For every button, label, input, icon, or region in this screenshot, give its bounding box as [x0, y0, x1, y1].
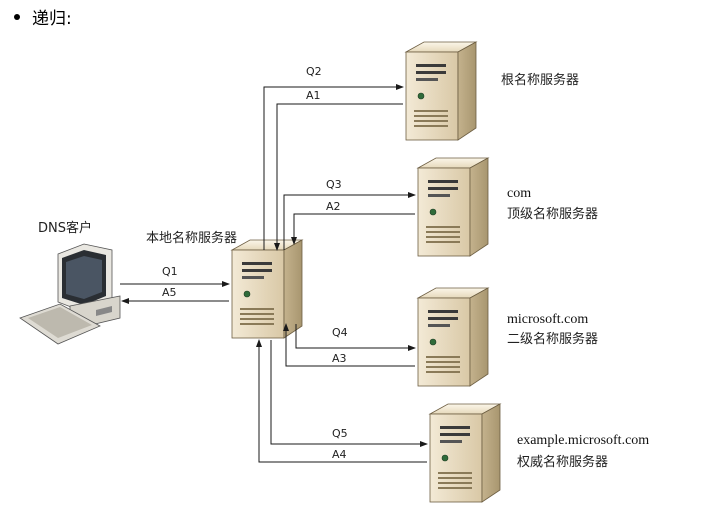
tld-server-icon [417, 157, 489, 257]
q4-label: Q4 [332, 326, 348, 339]
q5-label: Q5 [332, 427, 348, 440]
q5-arrow [270, 340, 428, 447]
a3-arrow [283, 323, 415, 367]
local-server-label: 本地名称服务器 [146, 230, 237, 246]
a2-arrow [291, 213, 415, 245]
bullet-dot [14, 13, 20, 20]
q2-label: Q2 [306, 65, 322, 78]
q3-arrow [283, 192, 416, 250]
a4-label: A4 [332, 448, 347, 461]
a3-label: A3 [332, 352, 347, 365]
root-server-icon [405, 41, 477, 141]
tld-server-domain: com [507, 186, 531, 201]
a1-arrow [274, 103, 403, 251]
q4-arrow [295, 324, 416, 351]
authoritative-server-domain: example.microsoft.com [517, 433, 649, 448]
authoritative-server-icon [429, 403, 501, 503]
bullet-text: 递归: [32, 9, 72, 29]
a5-label: A5 [162, 286, 177, 299]
second-level-server-domain: microsoft.com [507, 312, 588, 327]
bullet-item: 递归: [14, 4, 72, 29]
a1-label: A1 [306, 89, 321, 102]
root-server-label: 根名称服务器 [501, 72, 579, 88]
client-label: DNS客户 [38, 220, 92, 236]
q1-label: Q1 [162, 265, 178, 278]
a2-label: A2 [326, 200, 341, 213]
client-computer-icon [19, 243, 121, 345]
second-level-server-icon [417, 287, 489, 387]
a4-arrow [256, 339, 427, 463]
second-level-server-label: 二级名称服务器 [507, 331, 598, 347]
q3-label: Q3 [326, 178, 342, 191]
local-server-icon [231, 239, 303, 339]
authoritative-server-label: 权威名称服务器 [517, 454, 608, 470]
q2-arrow [263, 84, 404, 250]
tld-server-label: 顶级名称服务器 [507, 206, 598, 222]
